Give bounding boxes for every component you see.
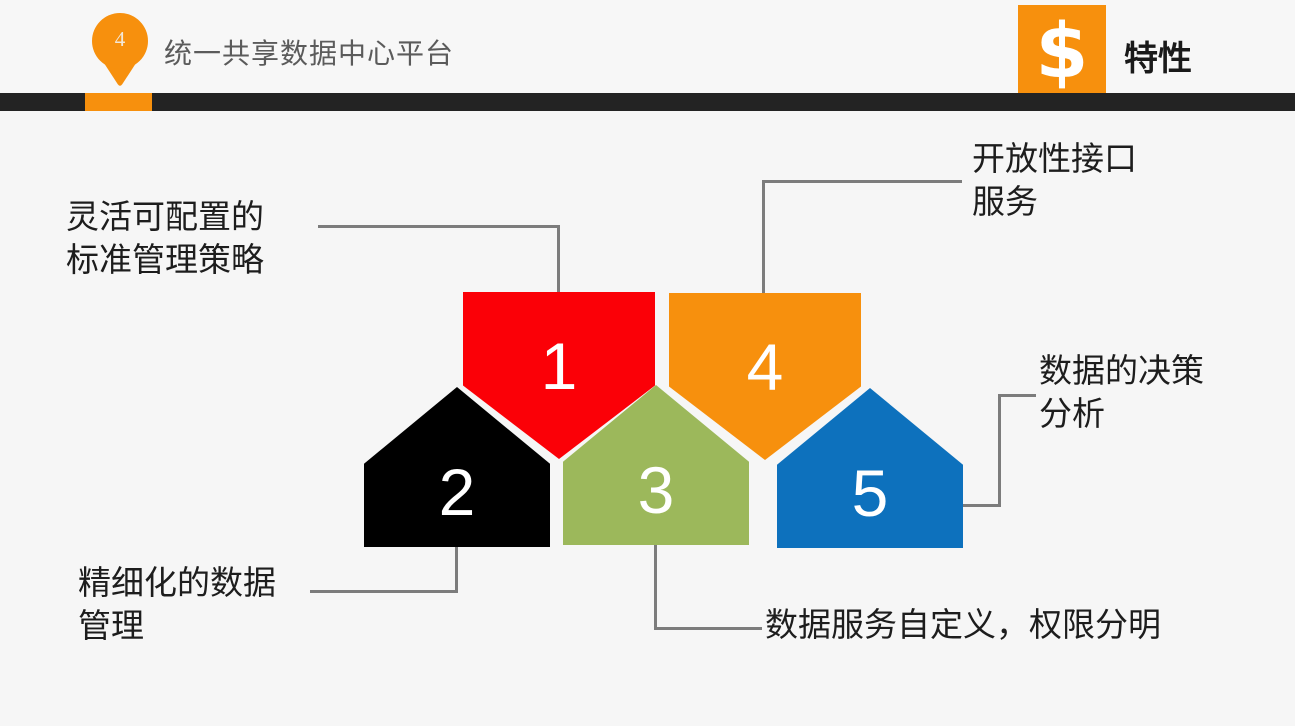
pin-number: 4 — [114, 27, 126, 51]
diagram-stage: 2 3 5 1 4 灵活可配置的 标准管理策略 精细化的数据 管理 数据服务自定… — [0, 111, 1295, 726]
connector-line-4-vertical — [762, 180, 765, 296]
connector-line-5-vertical — [998, 394, 1001, 507]
page-title: 统一共享数据中心平台 — [164, 38, 455, 69]
connector-line-2-vertical — [455, 545, 458, 593]
connector-line-2 — [310, 590, 458, 593]
diagram-label-1: 灵活可配置的 标准管理策略 — [66, 200, 264, 279]
connector-line-4 — [762, 180, 962, 183]
connector-line-5-lower — [960, 504, 1001, 507]
diagram-label-5: 数据的决策 分析 — [1039, 354, 1204, 433]
shape-number-4: 4 — [746, 330, 784, 404]
map-pin-head — [92, 13, 148, 69]
diagram-shape-4[interactable]: 4 — [669, 293, 861, 460]
shape-number-3: 3 — [637, 453, 675, 527]
connector-line-3-vertical — [654, 545, 657, 630]
header-divider-accent — [85, 93, 152, 111]
connector-line-1 — [318, 225, 560, 228]
diagram-label-3: 数据服务自定义，权限分明 — [765, 608, 1161, 644]
slide-header: 4 统一共享数据中心平台 $ 特性 — [0, 0, 1295, 95]
dollar-glyph: $ — [1035, 6, 1089, 95]
header-divider — [0, 93, 1295, 111]
section-badge-label: 特性 — [1124, 41, 1192, 78]
dollar-sign-icon: $ — [1018, 5, 1106, 95]
connector-line-1-vertical — [557, 225, 560, 295]
connector-line-3 — [654, 627, 762, 630]
shape-number-2: 2 — [438, 455, 476, 529]
shape-number-1: 1 — [540, 329, 578, 403]
map-pin-icon: 4 — [92, 13, 148, 95]
diagram-label-2: 精细化的数据 管理 — [78, 566, 276, 645]
shape-number-5: 5 — [851, 456, 889, 530]
diagram-label-4: 开放性接口 服务 — [972, 142, 1137, 221]
connector-line-5-upper — [998, 394, 1036, 397]
